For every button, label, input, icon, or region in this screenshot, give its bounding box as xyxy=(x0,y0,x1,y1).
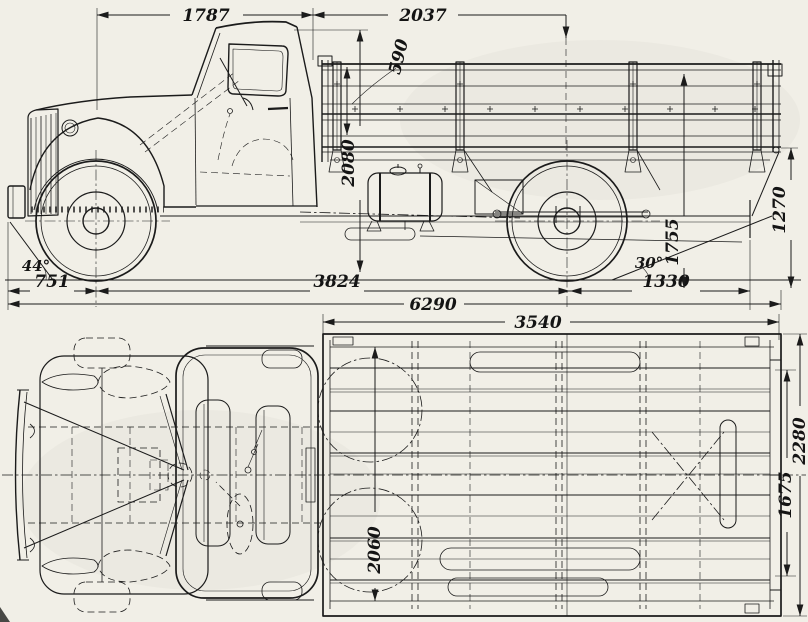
muffler-outline xyxy=(439,547,641,571)
rear-wheel-clearance-right xyxy=(317,487,423,593)
headlamp-right xyxy=(97,549,171,583)
scan-artifact-corner xyxy=(0,607,10,622)
front-spring-left xyxy=(41,373,99,391)
bench-seat xyxy=(255,405,291,545)
dimension-overall-height: 2080 xyxy=(294,29,368,272)
dimension-rear-height: 1270 xyxy=(770,147,798,288)
dim-label-1787: 1787 xyxy=(182,6,229,26)
dimension-overall-length: 6290 xyxy=(8,290,782,315)
dimension-overall-width: 2280 xyxy=(783,333,808,617)
dim-label-approach-angle: 44° xyxy=(22,257,50,275)
bed-stakes xyxy=(328,61,766,193)
headlamp-left xyxy=(97,365,171,399)
paper-texture xyxy=(20,40,800,590)
plan-view-bed xyxy=(317,333,782,617)
engine-outline xyxy=(117,447,161,503)
dim-label-6290: 6290 xyxy=(409,295,456,315)
front-wheel xyxy=(25,150,170,307)
dim-label-1675: 1675 xyxy=(776,471,796,518)
dim-label-3824: 3824 xyxy=(313,272,360,292)
spare-wheel-bracket xyxy=(719,419,737,529)
dimension-platform-top-height: 1755 xyxy=(663,74,688,288)
steering-wheel xyxy=(226,493,254,555)
dim-label-3540: 3540 xyxy=(514,313,561,333)
cargo-bed-side xyxy=(317,55,783,193)
truck-front xyxy=(7,94,196,281)
chassis xyxy=(160,151,780,281)
dimension-platform-length: 3540 xyxy=(322,313,780,340)
dimension-cab-to-rear-axle: 2037 xyxy=(313,6,570,150)
dim-label-590: 590 xyxy=(385,37,413,76)
toolbox xyxy=(474,179,524,215)
dim-label-2037: 2037 xyxy=(398,6,446,26)
plan-view-cab xyxy=(14,337,322,613)
dim-label-1755: 1755 xyxy=(663,218,683,265)
dimension-rear-track: 1675 xyxy=(775,369,796,577)
dim-label-2280: 2280 xyxy=(790,417,808,465)
dim-label-2060: 2060 xyxy=(365,526,385,574)
dim-label-2080: 2080 xyxy=(339,139,359,187)
front-wheel-plan-left xyxy=(73,337,131,369)
dimension-platform-inner-width: 2060 xyxy=(365,347,385,601)
rear-wheel xyxy=(495,140,660,307)
dim-label-1270: 1270 xyxy=(770,186,790,233)
cab-roof xyxy=(175,347,319,599)
dimension-rear-span: 1330 xyxy=(570,240,751,310)
side-view: 1787 2037 590 2080 1755 xyxy=(5,6,801,315)
dimension-wheelbase: 3824 xyxy=(97,272,570,295)
dim-label-751: 751 xyxy=(34,272,70,292)
rear-wheel-clearance-left xyxy=(317,357,423,463)
dim-label-departure-angle: 30° xyxy=(635,254,663,272)
dimension-cab-span: 1787 xyxy=(96,6,314,110)
dim-label-1330: 1330 xyxy=(642,272,689,292)
dimension-front-overhang: 751 xyxy=(7,222,97,310)
front-wheel-plan-right xyxy=(73,581,131,613)
cab xyxy=(139,20,318,208)
